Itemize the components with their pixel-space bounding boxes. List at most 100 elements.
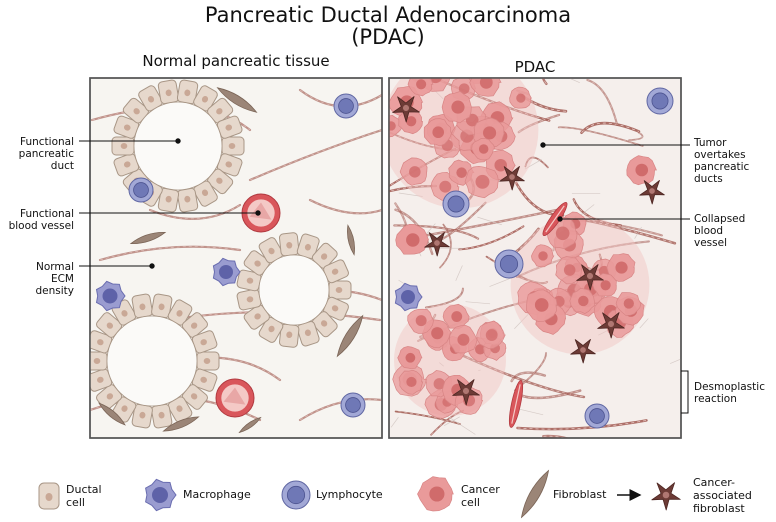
- pancreatic-duct: [236, 232, 352, 348]
- ductal-cell: [111, 136, 135, 156]
- ecm-fibril: [518, 408, 544, 416]
- duct-lumen: [133, 101, 223, 191]
- nucleus: [106, 393, 114, 400]
- nucleus: [133, 108, 140, 115]
- cancer-nucleus: [389, 121, 396, 131]
- cancer-nucleus: [485, 329, 498, 341]
- nucleus: [190, 322, 198, 329]
- caf-nucleus: [607, 320, 615, 328]
- fibroblast-cell: [238, 416, 262, 434]
- nucleus: [158, 411, 165, 419]
- callout-collapsed-1: Collapsed: [694, 213, 746, 225]
- nucleus: [123, 161, 131, 168]
- cancer-nucleus: [406, 376, 417, 388]
- nucleus: [201, 189, 209, 196]
- caf-nucleus: [402, 104, 410, 112]
- collapsed-vessel: [508, 380, 524, 428]
- nucleus: [121, 405, 128, 412]
- nucleus: [268, 247, 275, 255]
- ecm-fibril: [465, 301, 491, 305]
- ductal-cell: [131, 293, 153, 319]
- ecm-fiber-highlight: [525, 157, 549, 168]
- ecm-fiber-highlight: [389, 185, 436, 192]
- ecm-fiber-highlight: [436, 202, 486, 242]
- ecm-fiber-highlight: [433, 78, 550, 121]
- fibroblast-cell: [216, 87, 258, 113]
- macrophage-nucleus: [401, 290, 415, 304]
- nucleus: [97, 376, 104, 383]
- cancer-nucleus: [555, 226, 570, 241]
- nucleus: [331, 268, 339, 275]
- ecm-fiber-highlight: [439, 224, 452, 268]
- ecm-fiber-highlight: [587, 79, 618, 125]
- ductal-cell: [131, 403, 153, 429]
- cancer-nucleus: [479, 78, 493, 89]
- ecm-fiber: [542, 434, 570, 438]
- ecm-fiber-highlight: [149, 204, 241, 220]
- tumor-mass: [392, 303, 507, 419]
- ecm-fiber-highlight: [517, 420, 647, 430]
- cancer-nucleus: [578, 295, 589, 307]
- caf-nucleus: [434, 240, 440, 246]
- legend-ductal-2: cell: [66, 496, 85, 509]
- collapsed-vessel: [542, 202, 568, 236]
- ecm-fiber-highlight: [519, 93, 566, 112]
- ecm-fiber-highlight: [508, 271, 548, 284]
- ductal-cell: [90, 330, 113, 354]
- cancer-nucleus: [494, 158, 507, 172]
- ecm-fiber-highlight: [629, 132, 643, 141]
- cancer-nucleus: [458, 83, 470, 95]
- callout-normal-ecm-2: ECM: [50, 273, 74, 285]
- ductal-cell: [176, 187, 199, 213]
- ecm-fiber-highlight: [518, 114, 560, 133]
- ecm-fiber-highlight: [575, 217, 675, 244]
- ductal-cell: [258, 237, 284, 264]
- ecm-fibril: [455, 265, 463, 281]
- cancer-nucleus: [451, 311, 463, 322]
- ductal-cell: [113, 115, 140, 139]
- legend-cancer-2: cell: [461, 496, 480, 509]
- legend-caf-2: associated: [693, 489, 752, 502]
- ecm-fibril: [568, 78, 580, 84]
- callout-functional-duct-1: Functional: [19, 136, 74, 148]
- ecm-fibril: [443, 416, 460, 426]
- nucleus: [200, 376, 207, 383]
- ecm-fiber-highlight: [249, 129, 382, 181]
- caf-nucleus: [462, 387, 470, 395]
- cancer-nucleus: [516, 93, 526, 103]
- fibroblast-cell: [162, 416, 200, 432]
- legend-ductal-icon: [38, 482, 60, 510]
- cancer-nucleus: [478, 144, 489, 154]
- nucleus: [158, 303, 165, 311]
- callout-collapsed-3: vessel: [694, 237, 727, 249]
- ecm-fibril: [390, 417, 399, 428]
- nucleus: [97, 339, 104, 346]
- fibroblast-cell: [129, 232, 167, 244]
- callout-tumor-3: pancreatic: [694, 161, 750, 173]
- ductal-cell: [122, 97, 149, 124]
- nucleus: [121, 310, 128, 317]
- ecm-fiber-highlight: [394, 225, 479, 239]
- ecm-fiber-highlight: [558, 127, 643, 147]
- macrophage-nucleus: [152, 487, 168, 503]
- ecm-fibril: [634, 226, 642, 239]
- nucleus: [120, 143, 128, 149]
- ecm-fiber-highlight: [309, 199, 382, 214]
- desmoplastic-bracket: [681, 370, 689, 414]
- ecm-fibril: [524, 159, 542, 170]
- nucleus: [176, 405, 183, 412]
- cancer-nucleus: [538, 251, 548, 261]
- cancer-nucleus: [431, 327, 444, 340]
- nucleus: [246, 277, 254, 284]
- ecm-fiber-highlight: [516, 390, 581, 399]
- cancer-nucleus: [623, 298, 634, 309]
- cancer-nucleus: [406, 116, 417, 127]
- caf-nucleus: [509, 174, 515, 180]
- cancer-nucleus: [405, 352, 416, 363]
- ecm-fiber-highlight: [460, 354, 585, 398]
- lymphocyte-nucleus: [345, 397, 361, 413]
- ductal-cell: [151, 293, 173, 319]
- cancer-nucleus: [635, 163, 649, 177]
- ductal-cell: [193, 180, 218, 207]
